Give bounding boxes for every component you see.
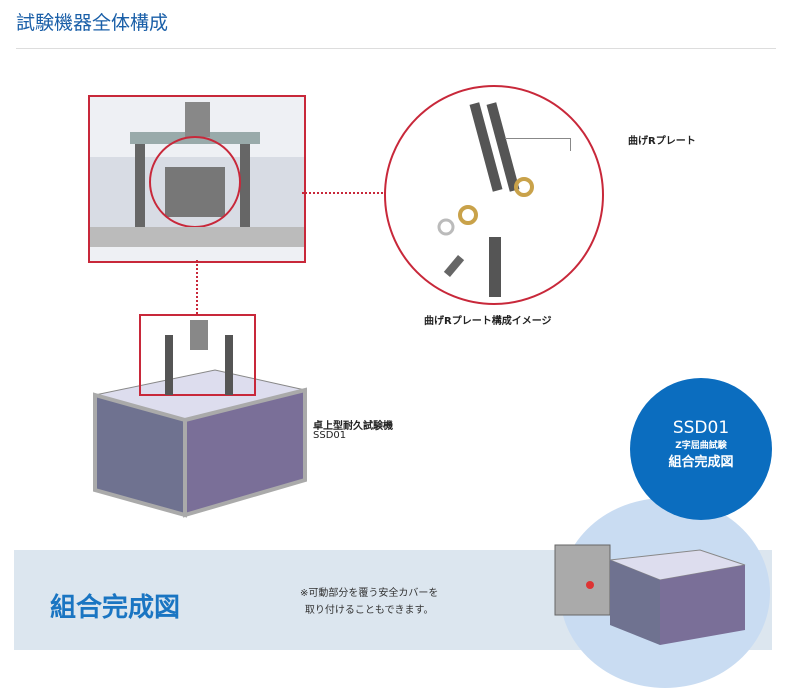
mechanism-closeup-illustration xyxy=(90,102,304,247)
badge-test: Z字屈曲試験 xyxy=(675,441,727,451)
plate-detail-circle xyxy=(384,85,604,305)
badge-caption: 組合完成図 xyxy=(668,455,734,470)
assembled-machine-illustration xyxy=(554,544,746,645)
leader-line xyxy=(505,138,571,151)
tester-machine-illustration xyxy=(93,314,307,518)
divider xyxy=(16,48,776,49)
banner-note: ※可動部分を覆う安全カバーを取り付けることもできます。 xyxy=(300,585,438,619)
plate-label: 曲げRプレート xyxy=(628,136,696,147)
note-line: ※可動部分を覆う安全カバーを xyxy=(300,588,439,599)
plate-image-label: 曲げRプレート構成イメージ xyxy=(424,316,552,327)
machine-name: 卓上型耐久試験機 xyxy=(313,421,393,432)
closeup-image-frame xyxy=(88,95,306,263)
bending-plate-illustration xyxy=(437,102,534,297)
banner-title: 組合完成図 xyxy=(50,593,181,623)
note-line: 取り付けることもできます。 xyxy=(304,605,434,616)
machine-model: SSD01 xyxy=(313,430,347,441)
badge-model: SSD01 xyxy=(672,418,730,438)
connector-line xyxy=(196,260,198,314)
connector-line xyxy=(302,192,386,194)
page-title: 試験機器全体構成 xyxy=(16,12,169,34)
assembly-badge: SSD01 Z字屈曲試験 組合完成図 xyxy=(630,378,772,520)
